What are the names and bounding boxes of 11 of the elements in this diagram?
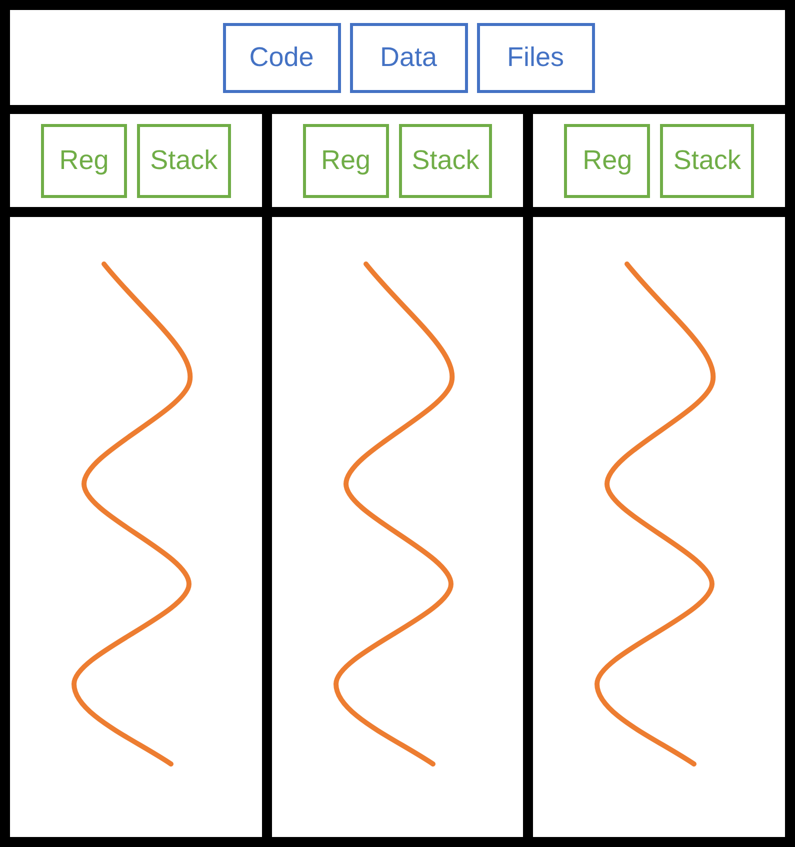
segment-label-box: Data [350,22,468,92]
segment-label-box: Code [222,22,340,92]
thread-column [262,114,524,837]
segment-label-box: Stack [660,124,754,198]
segment-label-box: Reg [564,124,650,198]
segment-label-box: Stack [398,124,492,198]
segment-label-box: Reg [302,124,389,198]
thread-column [523,114,786,837]
segment-label-box: Files [476,22,594,92]
segment-label-box: Reg [41,124,128,198]
segment-label-box: Stack [137,124,231,198]
